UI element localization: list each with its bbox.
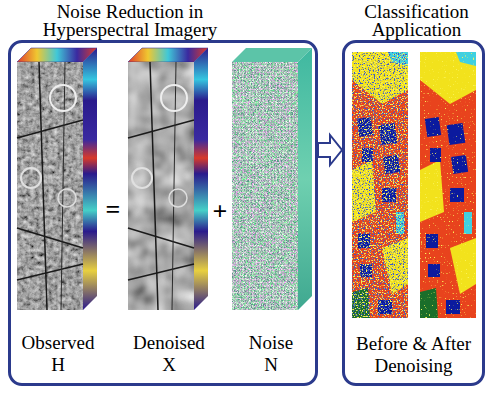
class-map bbox=[352, 52, 408, 318]
cube-side bbox=[298, 48, 312, 310]
road-lines bbox=[128, 62, 194, 310]
cube-top bbox=[17, 48, 97, 62]
cube-front bbox=[17, 62, 83, 310]
cube-side bbox=[194, 48, 208, 310]
panel-heading: Noise Reduction in Hyperspectral Imagery bbox=[3, 3, 257, 39]
image-node: Observed H bbox=[15, 48, 101, 380]
cube-front bbox=[128, 62, 194, 310]
image-caption: Observed H bbox=[22, 332, 95, 376]
class-map bbox=[420, 52, 476, 318]
image-node: Noise N bbox=[229, 48, 313, 380]
cube-top bbox=[232, 48, 312, 62]
before-map bbox=[352, 52, 408, 318]
after-map bbox=[420, 52, 476, 318]
image-caption: Noise N bbox=[249, 332, 293, 376]
operator-sign: + bbox=[207, 198, 233, 226]
panel-caption: Before & After Denoising bbox=[348, 333, 480, 377]
panel-heading: Classification Application bbox=[343, 3, 490, 39]
speckle bbox=[352, 52, 408, 318]
block-arrow bbox=[318, 135, 342, 165]
observed-cube bbox=[17, 48, 97, 310]
cube-top bbox=[128, 48, 208, 62]
panel-box: Classification ApplicationBefore & After… bbox=[342, 40, 485, 386]
image-node: Denoised X bbox=[126, 48, 212, 380]
cube-front bbox=[232, 62, 298, 310]
panel-box: Noise Reduction in Hyperspectral Imagery… bbox=[8, 40, 318, 386]
road-lines bbox=[17, 62, 83, 310]
cube-side bbox=[83, 48, 97, 310]
speckle bbox=[420, 52, 476, 318]
speckle bbox=[352, 52, 408, 318]
denoised-cube bbox=[128, 48, 208, 310]
noise-cube bbox=[232, 48, 312, 310]
image-caption: Denoised X bbox=[133, 332, 205, 376]
operator-sign: = bbox=[100, 196, 126, 224]
